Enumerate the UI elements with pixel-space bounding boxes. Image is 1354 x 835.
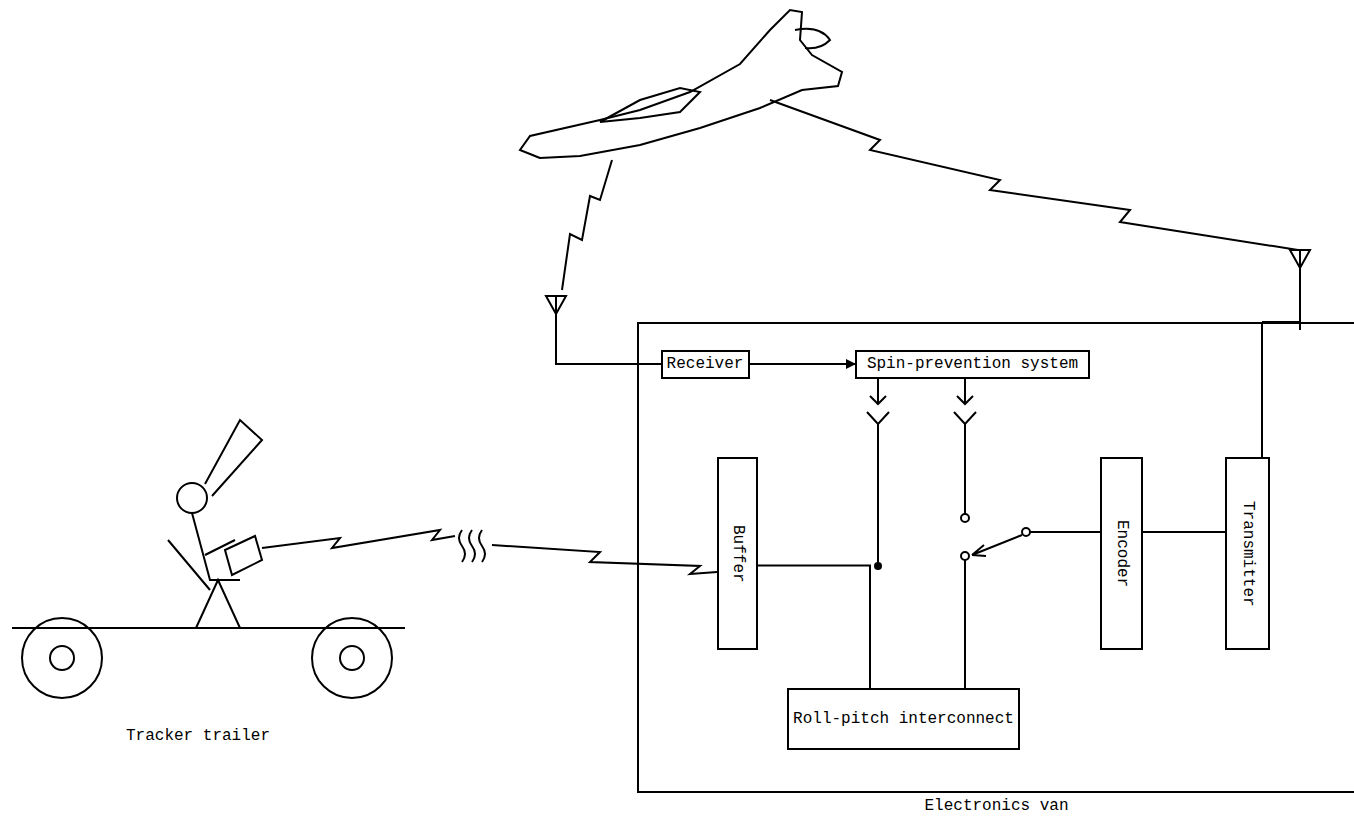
van-outline: Electronics vanReceiverSpin-prevention s… (637, 322, 1354, 793)
box-label: Buffer (728, 525, 746, 583)
airplane (520, 10, 842, 158)
airplane-wing (600, 88, 700, 122)
wheel (22, 618, 102, 698)
trailer-label: Tracker trailer (126, 727, 270, 745)
box-label: Roll-pitch interconnect (793, 710, 1014, 728)
switch-contact (961, 552, 969, 560)
box-label: Spin-prevention system (867, 355, 1078, 373)
radio-link (562, 160, 612, 290)
break-mark (459, 530, 485, 562)
radio-link (262, 530, 455, 548)
box-label: Encoder (1112, 520, 1130, 587)
connector (1143, 531, 1225, 533)
wheel-hub (50, 646, 74, 670)
receiver-box: Receiver (661, 350, 750, 379)
wire (877, 440, 879, 566)
buffer-box: Buffer (717, 457, 758, 650)
connector (750, 363, 856, 365)
antenna (1262, 250, 1310, 457)
junction-dot (874, 562, 882, 570)
antenna (546, 296, 665, 364)
transmitter-box: Transmitter (1225, 457, 1270, 650)
trailer-bed (12, 627, 405, 629)
radio-link (492, 545, 717, 574)
connector (758, 566, 870, 689)
encoder-box: Encoder (1100, 457, 1143, 650)
switch-lever (972, 535, 1022, 556)
system-box: Spin-prevention system (855, 350, 1090, 379)
seat (168, 540, 240, 628)
radio-link (770, 100, 1298, 250)
box-label: Transmitter (1238, 501, 1256, 607)
wire (964, 440, 966, 514)
wire (965, 532, 1100, 688)
antenna-wire (1262, 268, 1300, 322)
box-label: Receiver (667, 355, 744, 373)
airplane-tail (795, 29, 830, 49)
interconnect-box: Roll-pitch interconnect (787, 688, 1020, 750)
wheel (312, 618, 392, 698)
telescope (205, 420, 262, 496)
operator-head (177, 483, 207, 513)
switch-contact (961, 514, 969, 522)
tracker-box (225, 536, 262, 575)
relay-symbol (954, 378, 976, 440)
switch-contact (1022, 528, 1030, 536)
van-heading: Electronics van (639, 797, 1354, 815)
relay-symbol (867, 378, 889, 440)
wheel-hub (340, 646, 364, 670)
